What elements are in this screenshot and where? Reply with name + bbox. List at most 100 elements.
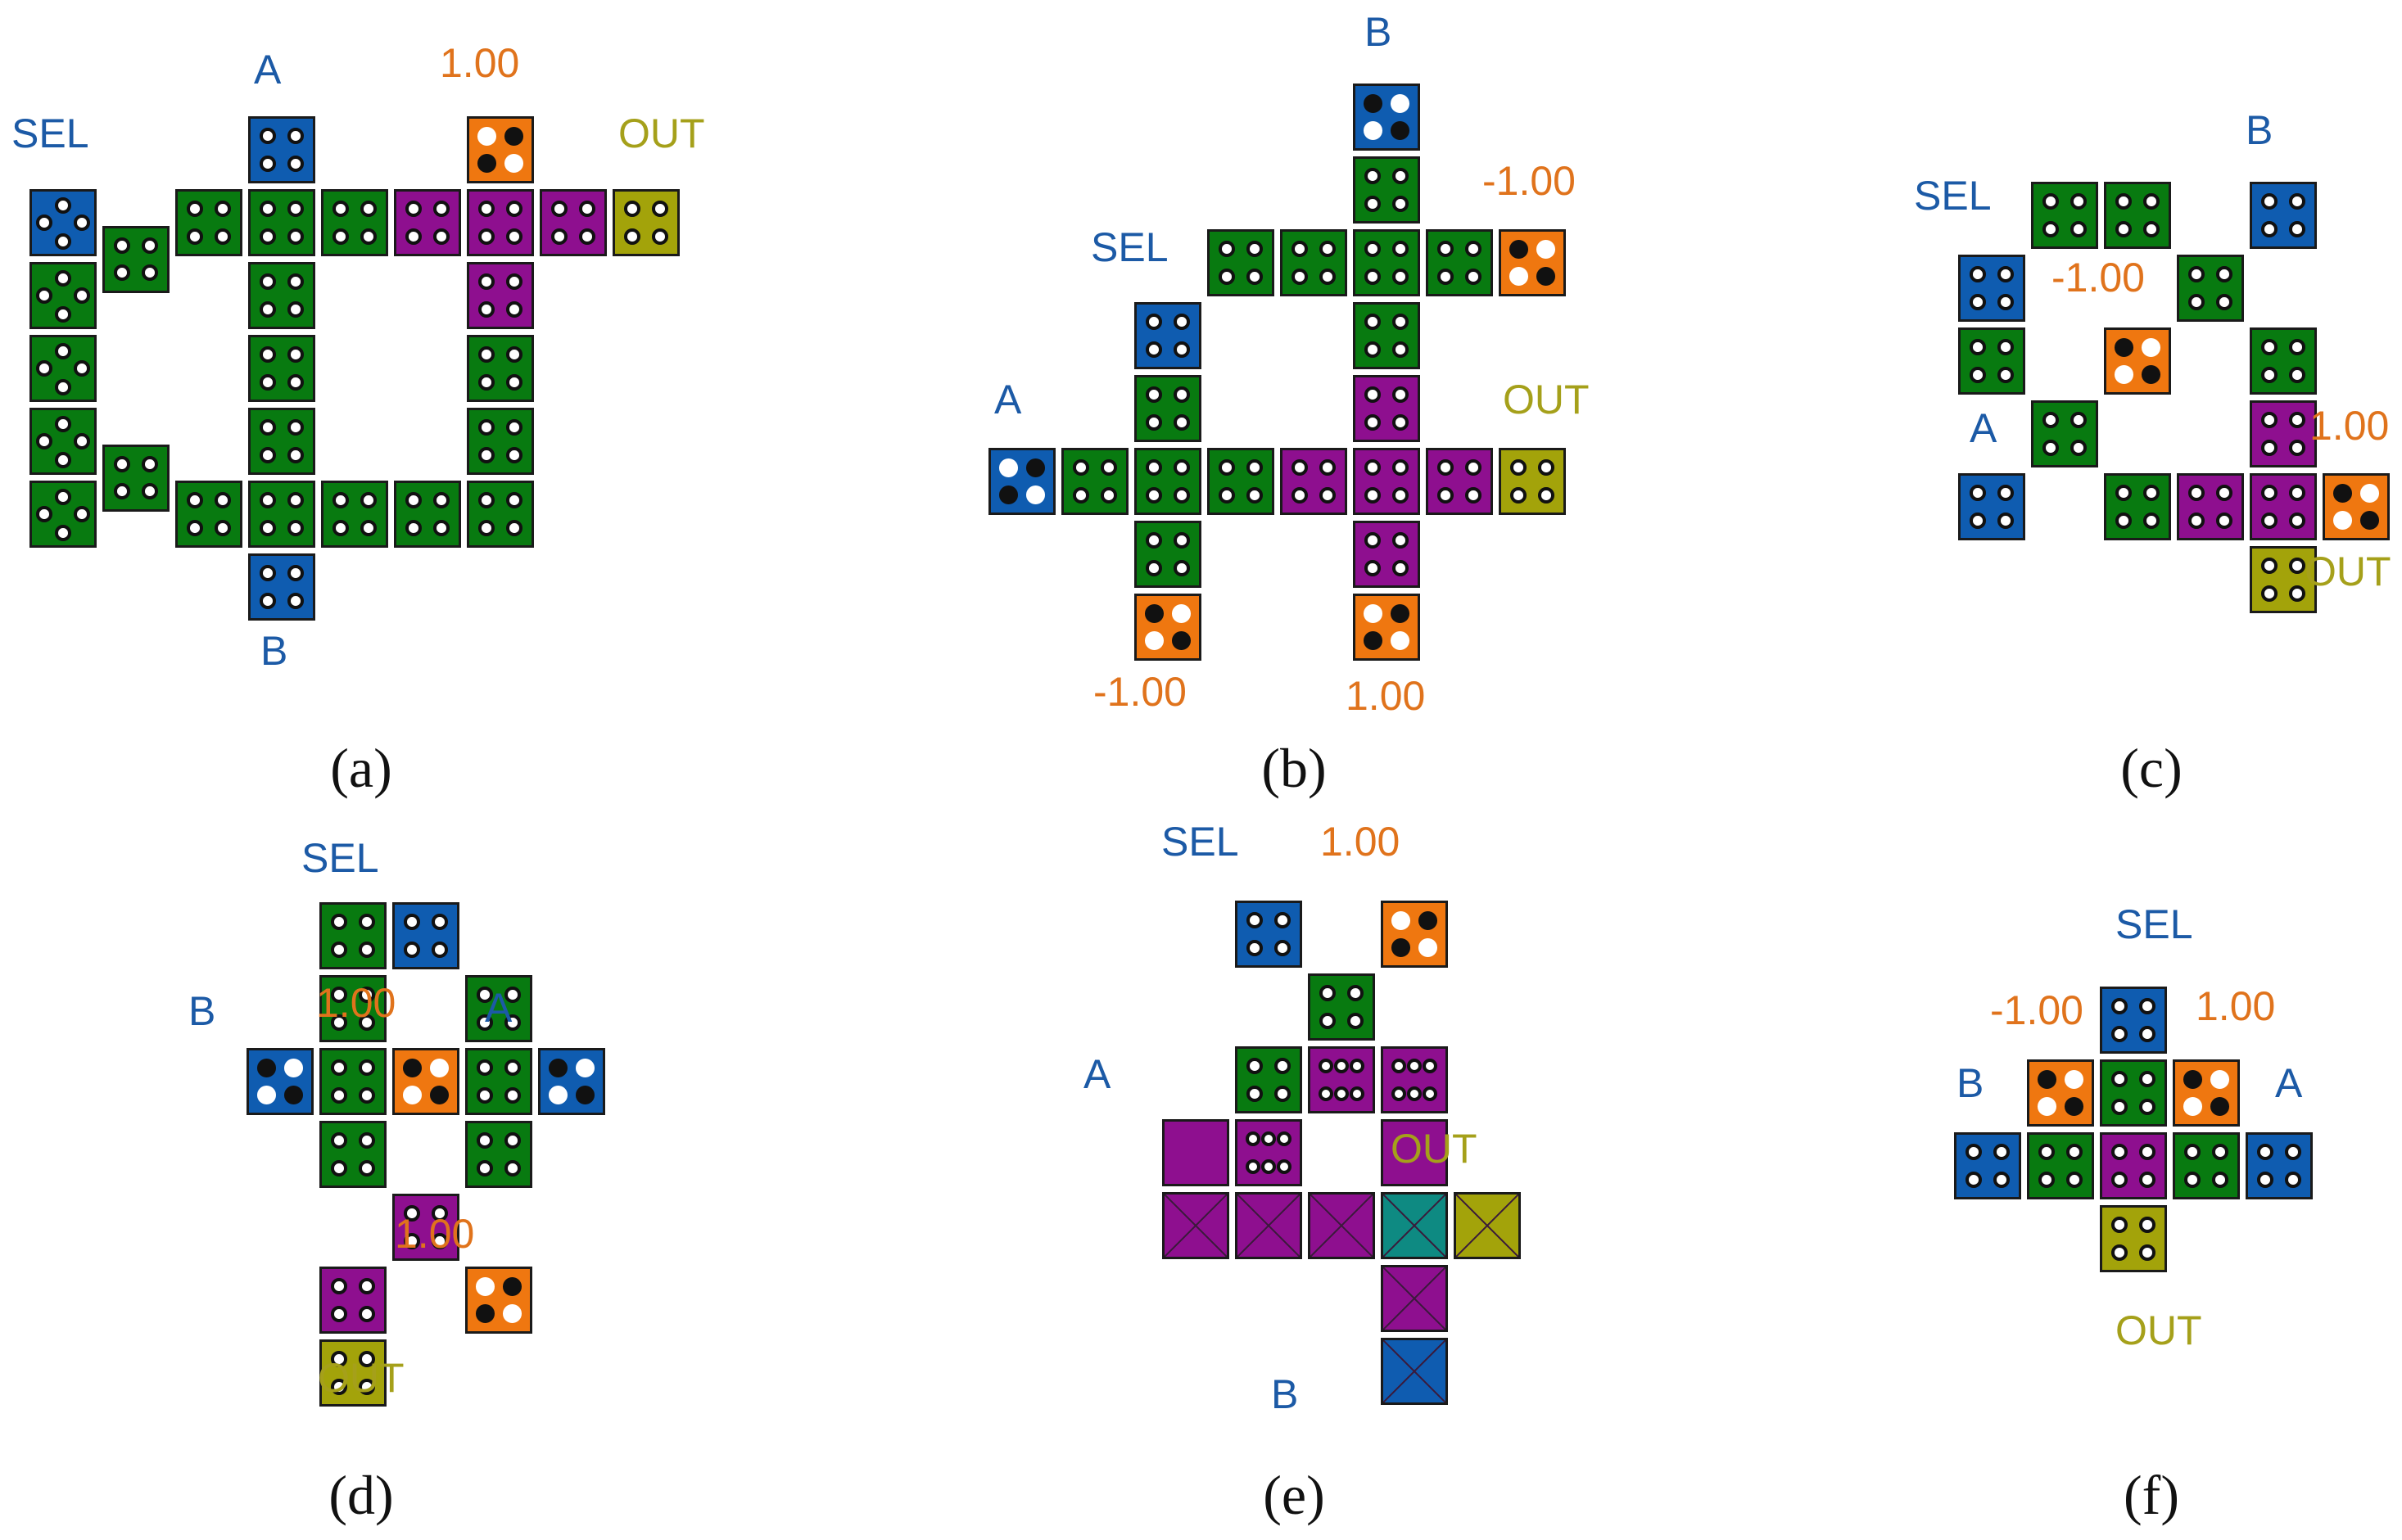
pin-dot-icon xyxy=(358,1059,375,1077)
pin-dot-icon xyxy=(1437,241,1454,258)
pin-dot-icon xyxy=(36,433,53,449)
pin-dot-icon xyxy=(1391,413,1409,431)
tile-green-a-16 xyxy=(29,408,97,475)
pin-dot-icon xyxy=(1391,341,1409,358)
pin-dot-icon xyxy=(2138,1171,2155,1188)
pin-dot-icon xyxy=(1246,912,1264,929)
pin-dot-icon xyxy=(260,346,277,364)
pin-dot-icon xyxy=(475,1276,495,1296)
pin-dot-icon xyxy=(430,1086,450,1105)
tile-blue-d-8 xyxy=(538,1048,605,1115)
pin-dot-icon xyxy=(504,1159,521,1176)
tile-green-b-3 xyxy=(1280,229,1347,296)
pin-dot-icon xyxy=(504,1132,521,1149)
tile-magenta-a-6 xyxy=(394,189,461,256)
tile-green-a-21 xyxy=(248,481,315,548)
pin-dot-icon xyxy=(2138,1098,2155,1115)
cross-line xyxy=(1310,1195,1373,1257)
pin-dot-icon xyxy=(1219,459,1236,476)
pin-dot-icon xyxy=(2261,585,2278,602)
tile-green-c-5 xyxy=(1958,327,2025,395)
tile-green-b-1 xyxy=(1353,156,1420,224)
pin-dot-icon xyxy=(505,346,522,364)
pin-dot-icon xyxy=(578,201,595,218)
tile-green-e-3 xyxy=(1235,1046,1302,1113)
pin-dot-icon xyxy=(287,201,304,218)
pin-dot-icon xyxy=(404,914,421,931)
pin-dot-icon xyxy=(287,155,304,172)
tile-green-a-11 xyxy=(248,262,315,329)
pin-dot-icon xyxy=(2138,1217,2155,1234)
cross-mark-icon xyxy=(1310,1195,1373,1257)
port-label-f-3: B xyxy=(1956,1060,1984,1106)
cross-mark-icon xyxy=(1383,1340,1445,1402)
port-label-e-0: SEL xyxy=(1161,819,1239,865)
pin-dot-icon xyxy=(260,201,277,218)
pin-dot-icon xyxy=(1319,241,1336,258)
pin-dot-icon xyxy=(2210,1097,2230,1117)
port-label-b-2: SEL xyxy=(1091,224,1169,270)
pin-dot-icon xyxy=(1437,486,1454,504)
pin-dot-icon xyxy=(1273,912,1291,929)
pin-dot-icon xyxy=(2114,337,2133,357)
pin-dot-icon xyxy=(55,269,71,287)
pin-dot-icon xyxy=(1391,459,1409,476)
pin-dot-icon xyxy=(1965,1144,1983,1161)
pin-dot-icon xyxy=(1509,267,1528,287)
pin-dot-icon xyxy=(358,1132,375,1149)
pin-dot-icon xyxy=(2261,220,2278,237)
pin-dot-icon xyxy=(505,446,522,463)
pin-dot-icon xyxy=(36,215,53,231)
pin-dot-icon xyxy=(260,373,277,391)
pin-dot-icon xyxy=(55,342,71,359)
tile-green-a-26 xyxy=(102,225,170,293)
pin-dot-icon xyxy=(504,126,524,146)
pin-dot-icon xyxy=(36,287,53,304)
port-label-c-0: B xyxy=(2246,107,2273,153)
pin-dot-icon xyxy=(1173,559,1190,576)
pin-dot-icon xyxy=(260,228,277,245)
tile-blue-a-2 xyxy=(29,189,97,256)
pin-dot-icon xyxy=(1997,512,2014,529)
pin-dot-icon xyxy=(1537,486,1554,504)
pin-dot-icon xyxy=(576,1058,595,1077)
pin-dot-icon xyxy=(187,228,204,245)
tile-green-c-11 xyxy=(2104,473,2171,540)
pin-dot-icon xyxy=(358,1305,375,1322)
pin-dot-icon xyxy=(287,446,304,463)
pin-dot-icon xyxy=(1319,459,1336,476)
tile-green-a-17 xyxy=(248,408,315,475)
port-label-c-4: A xyxy=(1970,405,1997,451)
cross-mark-icon xyxy=(1456,1195,1518,1257)
pin-dot-icon xyxy=(504,1086,521,1104)
pin-dot-icon xyxy=(114,237,131,254)
pin-dot-icon xyxy=(505,201,522,218)
pin-dot-icon xyxy=(36,506,53,522)
tile-magenta-f-6 xyxy=(2100,1132,2167,1199)
port-label-c-1: SEL xyxy=(1914,173,1992,219)
tile-green-a-27 xyxy=(102,444,170,512)
pin-dot-icon xyxy=(2288,412,2305,429)
pin-dot-icon xyxy=(578,228,595,245)
pin-dot-icon xyxy=(2288,585,2305,602)
tile-green-a-3 xyxy=(175,189,242,256)
pin-dot-icon xyxy=(2288,366,2305,383)
pin-dot-icon xyxy=(1422,1059,1438,1074)
pin-dot-icon xyxy=(1997,485,2014,502)
tile-green-a-19 xyxy=(29,481,97,548)
pin-dot-icon xyxy=(287,565,304,582)
pin-dot-icon xyxy=(1437,459,1454,476)
pin-dot-icon xyxy=(2138,1244,2155,1261)
pin-dot-icon xyxy=(432,492,450,509)
pin-dot-icon xyxy=(1364,459,1382,476)
pin-dot-icon xyxy=(1406,1086,1423,1101)
caption-a: (a) xyxy=(330,737,392,799)
pin-dot-icon xyxy=(1364,532,1382,549)
pin-dot-icon xyxy=(624,201,641,218)
tile-orange-c-6 xyxy=(2104,327,2171,395)
pin-dot-icon xyxy=(1146,532,1163,549)
pin-dot-icon xyxy=(332,519,350,536)
pin-dot-icon xyxy=(551,228,568,245)
pin-dot-icon xyxy=(2183,1097,2202,1117)
tile-green-b-4 xyxy=(1353,229,1420,296)
